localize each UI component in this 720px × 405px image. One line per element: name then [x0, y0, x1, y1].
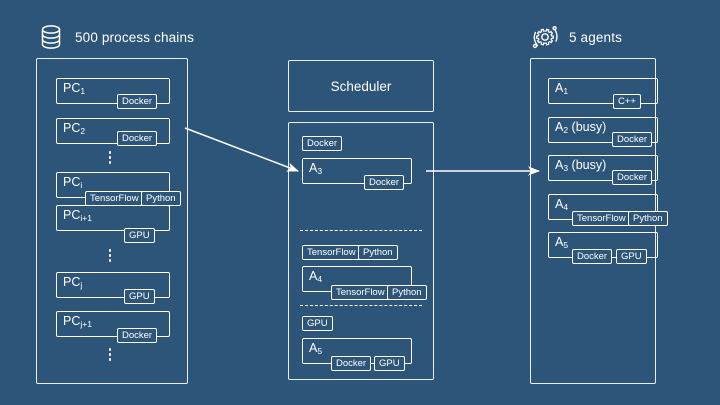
queue-separator: [300, 305, 422, 306]
right-column-header: 5 agents: [530, 22, 622, 52]
agent-row[interactable]: A1: [548, 78, 658, 104]
agent-label: A1: [555, 81, 569, 97]
scheduler-agent-label: A5: [309, 341, 323, 357]
process-chains-frame: [36, 58, 188, 384]
ellipsis: [105, 249, 115, 262]
tag-docker: Docker: [572, 249, 613, 264]
queue-separator: [300, 230, 422, 231]
process-chain-label: PCi: [63, 175, 83, 191]
tag-docker: Docker: [364, 175, 405, 190]
process-chain-label: PCj: [63, 275, 83, 291]
agent-row[interactable]: A2 (busy): [548, 117, 658, 143]
process-chain-label: PCj+1: [63, 314, 92, 330]
scheduler-queue-frame: [288, 122, 434, 380]
process-chain-row[interactable]: PCj+1: [56, 311, 170, 337]
requirement-tag-python: Python: [358, 245, 398, 260]
scheduler-title: Scheduler: [330, 78, 392, 94]
process-chain-label: PC1: [63, 81, 86, 97]
requirement-tag-tensorflow: TensorFlow: [302, 245, 361, 260]
database-icon: [36, 22, 66, 52]
scheduler-agent-label: A3: [309, 161, 323, 177]
agent-label: A4: [555, 197, 569, 213]
tag-tensorflow: TensorFlow: [572, 211, 631, 226]
tag-docker: Docker: [117, 131, 158, 146]
process-chain-label: PC2: [63, 121, 86, 137]
tag-docker: Docker: [331, 356, 372, 371]
agent-label: A2 (busy): [555, 120, 607, 136]
process-chain-row[interactable]: PCj: [56, 272, 170, 298]
tag-cpp: C++: [613, 94, 641, 109]
scheduler-agent-row[interactable]: A3: [302, 158, 412, 184]
scheduler-agent-label: A4: [309, 269, 323, 285]
ellipsis: [105, 151, 115, 164]
requirement-tag-gpu: GPU: [302, 316, 333, 331]
tag-gpu: GPU: [124, 289, 155, 304]
tag-docker: Docker: [117, 94, 158, 109]
tag-tensorflow: TensorFlow: [85, 191, 144, 206]
agent-label: A3 (busy): [555, 158, 607, 174]
tag-docker: Docker: [117, 328, 158, 343]
tag-gpu: GPU: [374, 356, 405, 371]
tag-python: Python: [628, 211, 668, 226]
tag-tensorflow: TensorFlow: [331, 285, 390, 300]
tag-gpu: GPU: [124, 228, 155, 243]
tag-docker: Docker: [612, 132, 653, 147]
tag-python: Python: [141, 191, 181, 206]
arrow-chains-to-scheduler: [184, 127, 299, 172]
ellipsis: [105, 348, 115, 361]
agent-label: A5: [555, 235, 569, 251]
process-chain-row[interactable]: PC2: [56, 118, 170, 144]
process-chain-label: PCi+1: [63, 208, 92, 224]
tag-gpu: GPU: [616, 249, 647, 264]
tag-docker: Docker: [612, 170, 653, 185]
process-chain-row[interactable]: PC1: [56, 78, 170, 104]
scheduler-title-box: Scheduler: [288, 60, 434, 112]
agent-row[interactable]: A3 (busy): [548, 155, 658, 181]
left-column-title: 500 process chains: [75, 29, 195, 45]
requirement-tag-docker: Docker: [302, 136, 343, 151]
gear-sync-icon: [530, 22, 560, 52]
tag-python: Python: [387, 285, 427, 300]
right-column-title: 5 agents: [569, 29, 622, 45]
left-column-header: 500 process chains: [36, 22, 194, 52]
